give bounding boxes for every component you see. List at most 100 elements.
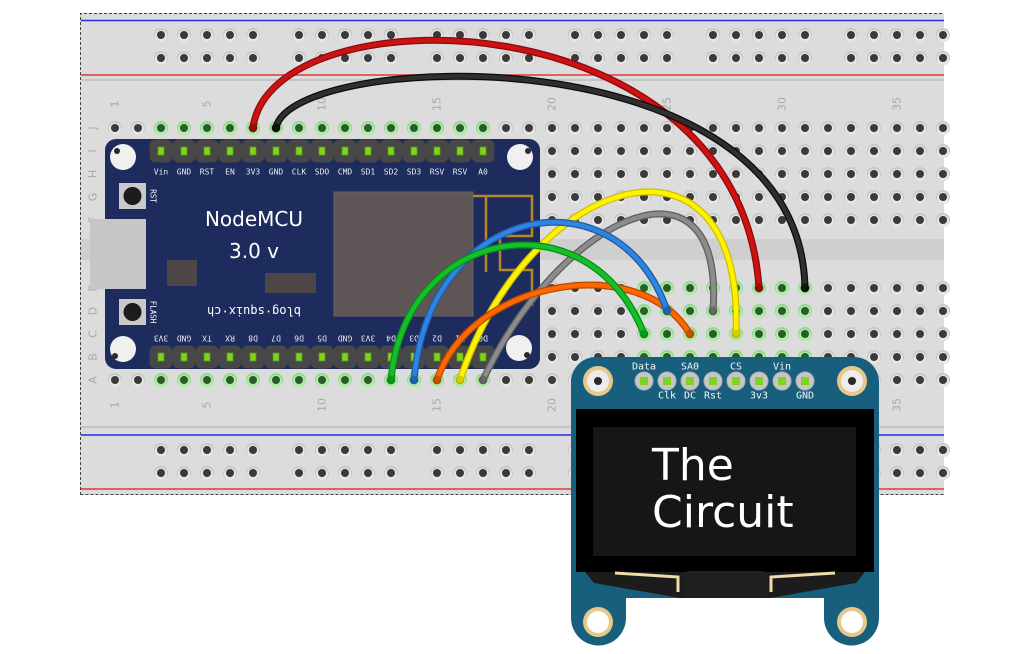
nodemcu-pin-bottom[interactable]: D6 <box>287 334 311 369</box>
nodemcu-pin-bottom[interactable]: GND <box>172 334 196 369</box>
wire-yellow[interactable] <box>455 188 741 385</box>
nodemcu-pin-top[interactable]: SD2 <box>379 139 403 177</box>
oled-pin-contact[interactable] <box>663 377 671 385</box>
oled-pin-contact[interactable] <box>755 377 763 385</box>
oled-pin-contact[interactable] <box>640 377 648 385</box>
wire-end-J7[interactable] <box>248 123 258 133</box>
pin-contact[interactable] <box>433 146 441 156</box>
oled-pin[interactable]: Data <box>632 362 656 391</box>
pin-contact[interactable] <box>272 352 280 362</box>
oled-pin[interactable]: Rst <box>703 371 723 402</box>
oled-pin-contact[interactable] <box>778 377 786 385</box>
pin-contact[interactable] <box>341 146 349 156</box>
wire-end-A13[interactable] <box>386 375 396 385</box>
wire-end-C28[interactable] <box>731 329 741 339</box>
pin-contact[interactable] <box>203 146 211 156</box>
wire-end-E29[interactable] <box>754 283 764 293</box>
rst-button-cap[interactable] <box>123 187 142 205</box>
pin-contact[interactable] <box>456 146 464 156</box>
wire-end-A15[interactable] <box>432 375 442 385</box>
wire-blue[interactable] <box>409 218 672 385</box>
oled-pin[interactable]: Clk <box>657 371 677 402</box>
nodemcu-pin-top[interactable]: RSV <box>448 139 472 177</box>
wire-end-A17[interactable] <box>478 375 488 385</box>
wire-end-J8[interactable] <box>271 123 281 133</box>
nodemcu-pin-top[interactable]: CLK <box>287 139 311 177</box>
pin-contact[interactable] <box>318 146 326 156</box>
pin-contact[interactable] <box>226 352 234 362</box>
pin-contact[interactable] <box>249 146 257 156</box>
pin-contact[interactable] <box>272 146 280 156</box>
wire-end-D27[interactable] <box>708 306 718 316</box>
nodemcu-pin-top[interactable]: EN <box>218 139 242 177</box>
oled-pin-contact[interactable] <box>686 377 694 385</box>
flash-button[interactable] <box>119 299 146 325</box>
wire-end-A14[interactable] <box>409 375 419 385</box>
pin-contact[interactable] <box>364 352 372 362</box>
oled-pin[interactable]: GND <box>795 371 815 402</box>
wire-end-C24[interactable] <box>639 329 649 339</box>
wire-end-C26[interactable] <box>685 329 695 339</box>
pin-contact[interactable] <box>318 352 326 362</box>
nodemcu-pin-bottom[interactable]: TX <box>195 334 219 369</box>
nodemcu-pin-top[interactable]: GND <box>264 139 288 177</box>
pin-contact[interactable] <box>226 146 234 156</box>
pin-contact[interactable] <box>157 352 165 362</box>
oled-pin[interactable]: DC <box>680 371 700 402</box>
pin-contact[interactable] <box>479 352 487 362</box>
wire-gray[interactable] <box>478 210 718 385</box>
rst-button[interactable] <box>119 183 146 209</box>
oled-pin-contact[interactable] <box>801 377 809 385</box>
pin-contact[interactable] <box>456 352 464 362</box>
pin-contact[interactable] <box>295 352 303 362</box>
oled-pin-contact[interactable] <box>732 377 740 385</box>
pin-contact[interactable] <box>180 146 188 156</box>
nodemcu-pin-top[interactable]: RST <box>195 139 219 177</box>
nodemcu-pin-top[interactable]: A0 <box>471 139 495 177</box>
wire-end-A16[interactable] <box>455 375 465 385</box>
pin-contact[interactable] <box>479 146 487 156</box>
nodemcu-pin-top[interactable]: SD1 <box>356 139 380 177</box>
wire-core[interactable] <box>273 74 808 291</box>
nodemcu-pin-bottom[interactable]: D5 <box>310 334 334 369</box>
wire-black[interactable] <box>271 72 810 293</box>
wire-green[interactable] <box>386 241 649 385</box>
pin-contact[interactable] <box>180 352 188 362</box>
nodemcu-pin-top[interactable]: CMD <box>333 139 357 177</box>
pin-contact[interactable] <box>387 146 395 156</box>
nodemcu-pin-bottom[interactable]: 3V3 <box>149 334 173 369</box>
oled-pin-contact[interactable] <box>709 377 717 385</box>
wire-core[interactable] <box>411 220 670 383</box>
nodemcu-pin-top[interactable]: GND <box>172 139 196 177</box>
pin-contact[interactable] <box>410 146 418 156</box>
wire-end-D25[interactable] <box>662 306 672 316</box>
pin-contact[interactable] <box>249 352 257 362</box>
nodemcu-pin-top[interactable]: SDO <box>310 139 334 177</box>
nodemcu-pin-bottom[interactable]: GND <box>333 334 357 369</box>
nodemcu-pin-bottom[interactable]: D7 <box>264 334 288 369</box>
wire-core[interactable] <box>250 38 762 291</box>
nodemcu-pin-top[interactable]: RSV <box>425 139 449 177</box>
flash-button-cap[interactable] <box>123 303 142 321</box>
nodemcu-pin-bottom[interactable]: RX <box>218 334 242 369</box>
nodemcu-pin-bottom[interactable]: D8 <box>241 334 265 369</box>
nodemcu-pin-bottom[interactable]: 3V3 <box>356 334 380 369</box>
wire-red[interactable] <box>248 36 764 293</box>
wire-core[interactable] <box>457 189 739 383</box>
nodemcu-pin-top[interactable]: Vin <box>149 139 173 177</box>
pin-contact[interactable] <box>203 352 211 362</box>
oled-pin[interactable]: Vin <box>772 362 792 391</box>
oled-pin[interactable]: CS <box>726 362 746 391</box>
pin-contact[interactable] <box>157 146 165 156</box>
pin-contact[interactable] <box>433 352 441 362</box>
wire-end-E31[interactable] <box>800 283 810 293</box>
pin-contact[interactable] <box>341 352 349 362</box>
nodemcu-pin-top[interactable]: SD3 <box>402 139 426 177</box>
pin-contact[interactable] <box>364 146 372 156</box>
wire-core[interactable] <box>388 242 647 383</box>
wire-core[interactable] <box>480 211 716 383</box>
oled-pin[interactable]: 3v3 <box>749 371 769 402</box>
pin-contact[interactable] <box>295 146 303 156</box>
nodemcu-pin-top[interactable]: 3V3 <box>241 139 265 177</box>
